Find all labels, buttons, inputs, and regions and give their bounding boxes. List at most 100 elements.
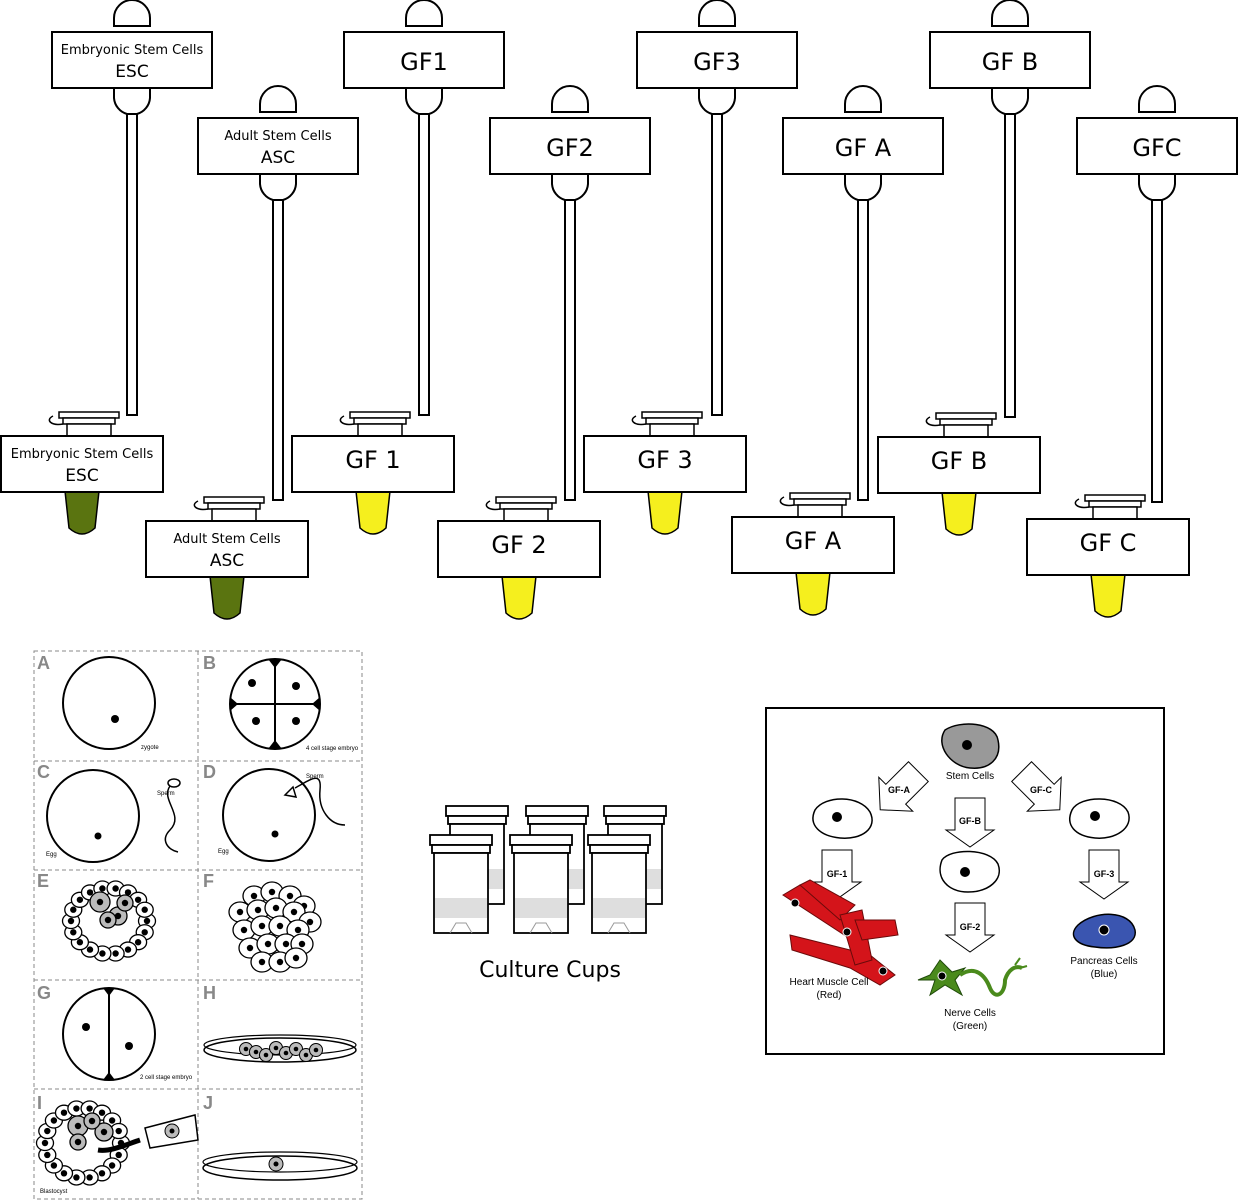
tube-liquid — [501, 575, 537, 620]
egg-cell — [222, 768, 316, 862]
tube-label-box — [437, 520, 601, 578]
tube-lid — [495, 496, 557, 504]
panel-letter: H — [203, 983, 216, 1003]
tube-hinge — [339, 415, 355, 426]
panel-caption: 2 cell stage embryo — [140, 1075, 193, 1081]
dropper-stem — [126, 113, 138, 416]
tube-liquid — [355, 490, 391, 535]
dropper[interactable]: GFC — [1076, 85, 1238, 503]
panel-caption: 4 cell stage embryo — [306, 746, 359, 752]
panel-c: C Sperm Egg — [37, 762, 181, 863]
dropper[interactable]: GF2 — [489, 85, 651, 501]
dropper-label-top: Embryonic Stem Cells — [61, 43, 204, 58]
dropper-label-box — [1076, 117, 1238, 175]
cup-body — [433, 852, 489, 934]
dropper[interactable]: GF B — [929, 0, 1091, 418]
culture-cups-label: Culture Cups — [479, 958, 621, 983]
tube-lid-rim — [939, 418, 993, 426]
cup-lid — [445, 805, 509, 817]
dropper-bulb-top — [991, 0, 1029, 27]
tube[interactable]: GF 3 — [583, 411, 747, 535]
panel-letter: A — [37, 653, 50, 673]
tube-label-box — [291, 435, 455, 493]
tube-hinge — [193, 500, 209, 511]
nerve-label-line2: (Green) — [953, 1021, 987, 1032]
nerve-cell — [917, 957, 1028, 997]
tube[interactable]: GF C — [1026, 494, 1190, 618]
gf-3-label: GF-3 — [1094, 869, 1115, 879]
tube-label: GF 1 — [345, 446, 400, 474]
culture-cup[interactable] — [509, 834, 573, 934]
panel-caption: Blastocyst — [40, 1189, 68, 1195]
dropper[interactable]: GF3 — [636, 0, 798, 416]
heart-label-line1: Heart Muscle Cell — [790, 977, 869, 988]
dropper-stem — [1151, 199, 1163, 503]
tube-lid-rim — [62, 417, 116, 425]
nerve-label-line1: Nerve Cells — [944, 1008, 996, 1019]
morula — [228, 881, 322, 973]
tube-lid — [789, 492, 851, 500]
gf-a-label: GF-A — [888, 785, 910, 795]
tube-hinge — [48, 415, 64, 426]
dropper-label: GF A — [835, 134, 892, 162]
tube-label-box — [731, 516, 895, 574]
panel-caption-secondary: Sperm — [157, 791, 175, 797]
cup-lid — [429, 834, 493, 846]
dropper-bulb-top — [844, 85, 882, 113]
tube[interactable]: GF A — [731, 492, 895, 616]
embryo-panels: A zygote B 4 cell stage embryo C — [33, 650, 363, 1200]
panel-letter: J — [203, 1093, 213, 1113]
cup-rim — [605, 815, 665, 825]
tube-hinge — [925, 416, 941, 427]
tube-label: GF B — [931, 447, 988, 475]
arrow-gf-1 — [811, 849, 863, 900]
dropper-label-top: Adult Stem Cells — [224, 129, 331, 144]
arrow-gf-2 — [944, 902, 996, 953]
tube[interactable]: GF 2 — [437, 496, 601, 620]
panel-d: D Sperm Egg — [203, 762, 346, 862]
tube-lid-rim — [207, 502, 261, 510]
gf-c-label: GF-C — [1030, 785, 1052, 795]
dropper-label-bottom: ASC — [261, 148, 295, 168]
panel-f: F — [203, 871, 322, 973]
panel-caption: Egg — [218, 849, 229, 855]
dropper-stem — [272, 199, 284, 501]
panel-caption: Egg — [46, 852, 57, 858]
tube[interactable]: GF 1 — [291, 411, 455, 535]
dropper-bulb-top — [1138, 85, 1176, 113]
dropper[interactable]: GF A — [782, 85, 944, 501]
panel-letter: I — [37, 1093, 42, 1113]
cup-body — [513, 852, 569, 934]
cup-lid — [603, 805, 667, 817]
tube-label: GF 3 — [637, 446, 692, 474]
tube-liquid — [1090, 573, 1126, 618]
stem-cells-label: Stem Cells — [946, 771, 994, 782]
tube-hinge — [631, 415, 647, 426]
dropper-bulb-top — [113, 0, 151, 27]
tube-neck — [503, 508, 549, 522]
dropper-stem — [711, 113, 723, 416]
culture-cup[interactable] — [587, 834, 651, 934]
tube-hinge — [485, 500, 501, 511]
tube-label-top: Embryonic Stem Cells — [11, 447, 154, 462]
tube-neck — [357, 423, 403, 437]
dropper-label-box — [636, 31, 798, 89]
cup-liquid — [515, 898, 567, 918]
dropper-bulb-top — [259, 85, 297, 113]
panel-g: G 2 cell stage embryo — [37, 983, 193, 1081]
dropper[interactable]: GF1 — [343, 0, 505, 416]
cup-rim — [527, 815, 587, 825]
culture-cup[interactable] — [429, 834, 493, 934]
intermediate-cell-left — [812, 798, 873, 839]
tube[interactable]: GF B — [877, 412, 1041, 536]
egg-cell — [46, 769, 140, 863]
tube-lid — [641, 411, 703, 419]
tube-liquid — [941, 491, 977, 536]
tube-label-box — [0, 435, 164, 493]
differentiation-diagram: Stem Cells GF-A GF-C GF-B GF-1 GF-2 GF — [765, 707, 1165, 1055]
tube-label-top: Adult Stem Cells — [173, 532, 280, 547]
